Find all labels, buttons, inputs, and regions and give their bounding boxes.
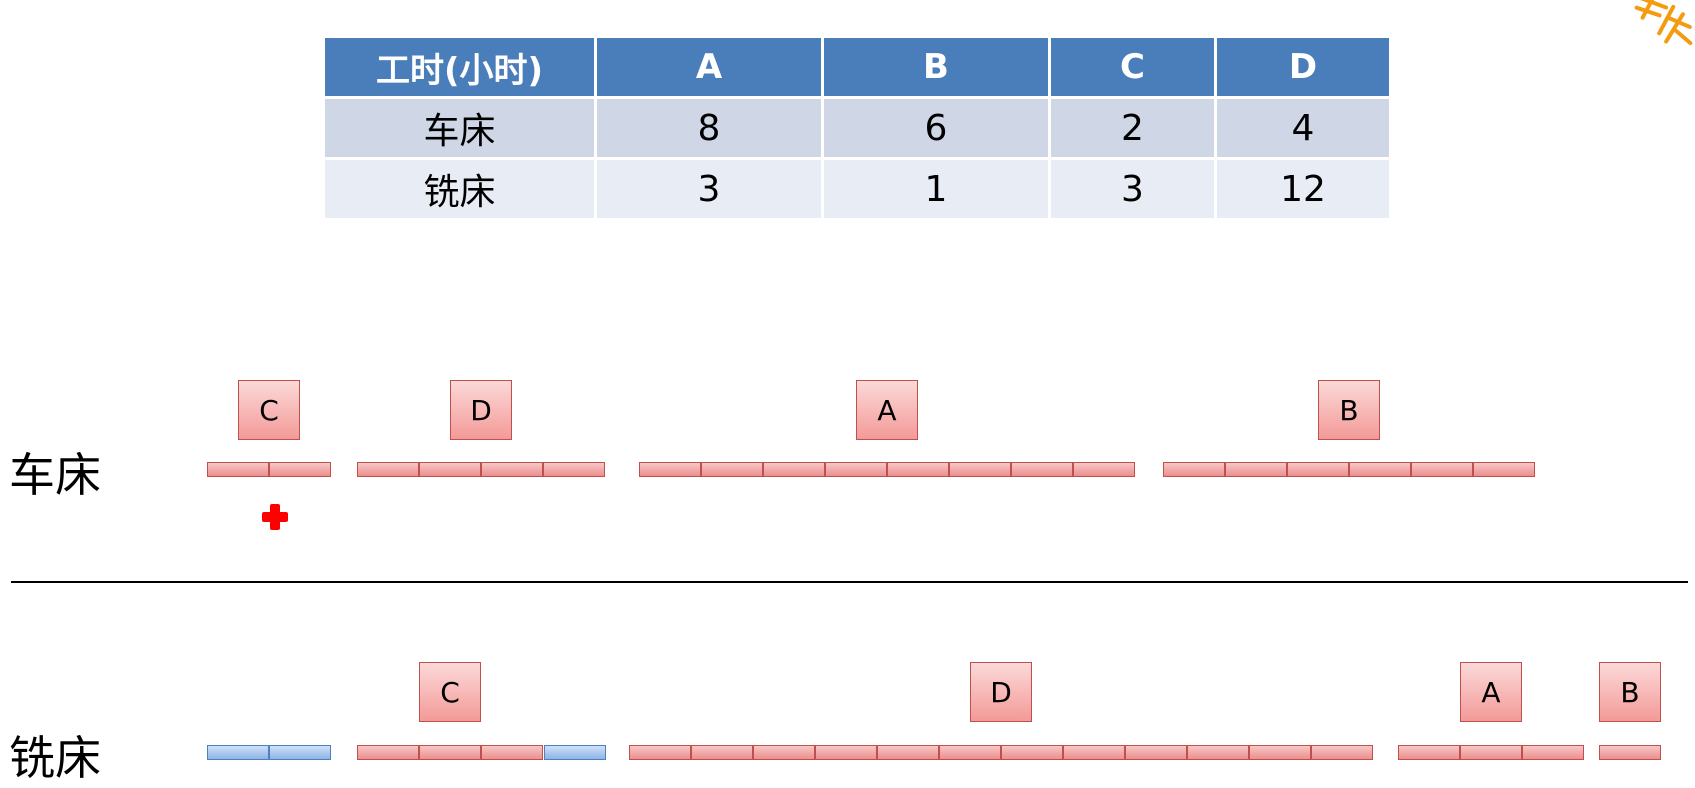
job-label-box: C — [238, 380, 300, 440]
header-cell: A — [597, 38, 821, 96]
work-time-segment — [419, 745, 481, 760]
work-time-segment — [753, 745, 815, 760]
job-label-box: D — [970, 662, 1032, 722]
idle-time-segment — [544, 745, 606, 760]
table-cell: 3 — [597, 160, 821, 218]
work-time-segment — [1398, 745, 1460, 760]
work-time-segment — [1011, 462, 1073, 477]
laser-pointer-icon — [262, 504, 288, 530]
table-cell: 6 — [824, 99, 1048, 157]
work-time-segment — [543, 462, 605, 477]
timeline-divider — [11, 581, 1688, 583]
work-time-segment — [939, 745, 1001, 760]
work-time-segment — [763, 462, 825, 477]
idle-time-segment — [269, 745, 331, 760]
table-cell: 4 — [1217, 99, 1389, 157]
table-cell: 3 — [1051, 160, 1214, 218]
work-time-segment — [357, 462, 419, 477]
table-header-row: 工时(小时) A B C D — [325, 38, 1389, 96]
work-time-segment — [701, 462, 763, 477]
work-time-segment — [357, 745, 419, 760]
table-cell: 8 — [597, 99, 821, 157]
work-time-segment — [825, 462, 887, 477]
work-time-segment — [1001, 745, 1063, 760]
lathe-label: 车床 — [9, 448, 101, 502]
work-time-segment — [877, 745, 939, 760]
job-label-box: D — [450, 380, 512, 440]
work-time-segment — [639, 462, 701, 477]
work-time-segment — [1599, 745, 1661, 760]
table-row: 铣床 3 1 3 12 — [325, 160, 1389, 218]
work-time-segment — [1522, 745, 1584, 760]
job-label-box: A — [1460, 662, 1522, 722]
job-label-box: A — [856, 380, 918, 440]
work-time-segment — [1311, 745, 1373, 760]
header-cell: 工时(小时) — [325, 38, 594, 96]
work-time-segment — [481, 745, 543, 760]
work-time-segment — [949, 462, 1011, 477]
work-time-segment — [1163, 462, 1225, 477]
work-time-segment — [1187, 745, 1249, 760]
work-time-segment — [1473, 462, 1535, 477]
job-label-box: B — [1318, 380, 1380, 440]
job-label-box: B — [1599, 662, 1661, 722]
milling-label: 铣床 — [9, 731, 101, 785]
work-hours-table: 工时(小时) A B C D 车床 8 6 2 4 铣床 3 1 3 12 — [322, 35, 1392, 221]
table-cell: 铣床 — [325, 160, 594, 218]
work-time-segment — [419, 462, 481, 477]
work-time-segment — [691, 745, 753, 760]
job-label-box: C — [419, 662, 481, 722]
table-cell: 12 — [1217, 160, 1389, 218]
work-time-segment — [1225, 462, 1287, 477]
work-time-segment — [887, 462, 949, 477]
header-cell: C — [1051, 38, 1214, 96]
work-time-segment — [1411, 462, 1473, 477]
table-cell: 1 — [824, 160, 1048, 218]
table-row: 车床 8 6 2 4 — [325, 99, 1389, 157]
work-time-segment — [1349, 462, 1411, 477]
work-time-segment — [1125, 745, 1187, 760]
work-time-segment — [269, 462, 331, 477]
header-cell: D — [1217, 38, 1389, 96]
table-cell: 车床 — [325, 99, 594, 157]
work-time-segment — [629, 745, 691, 760]
watermark-logo — [1609, 0, 1695, 72]
work-time-segment — [481, 462, 543, 477]
work-time-segment — [1287, 462, 1349, 477]
work-time-segment — [815, 745, 877, 760]
work-time-segment — [1063, 745, 1125, 760]
work-time-segment — [1249, 745, 1311, 760]
work-time-segment — [1460, 745, 1522, 760]
work-time-segment — [1073, 462, 1135, 477]
table-cell: 2 — [1051, 99, 1214, 157]
work-time-segment — [207, 462, 269, 477]
idle-time-segment — [207, 745, 269, 760]
header-cell: B — [824, 38, 1048, 96]
